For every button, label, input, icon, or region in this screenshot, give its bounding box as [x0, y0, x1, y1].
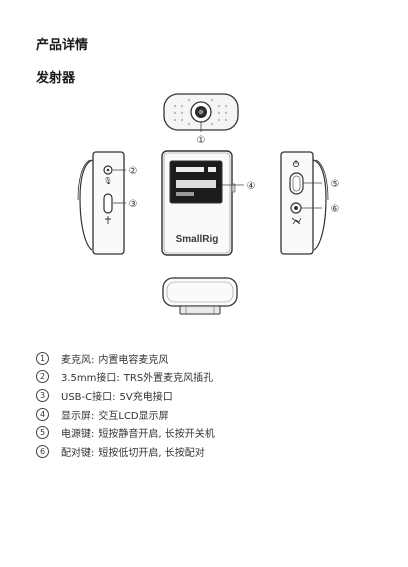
- legend-name: 配对键:: [61, 444, 94, 459]
- legend-name: 麦克风:: [61, 351, 94, 366]
- legend-number: 6: [36, 445, 49, 458]
- brand-logo: SmallRig: [176, 234, 219, 245]
- component-legend: 1 麦克风: 内置电容麦克风 2 3.5mm接口: TRS外置麦克风插孔 3 U…: [36, 349, 376, 461]
- legend-item: 1 麦克风: 内置电容麦克风: [36, 349, 376, 368]
- legend-number: 4: [36, 408, 49, 421]
- section-title-transmitter: 发射器: [36, 67, 75, 86]
- right-side-view: [281, 152, 328, 254]
- legend-description: 内置电容麦克风: [98, 351, 168, 366]
- legend-number: 5: [36, 426, 49, 439]
- callout-5: ⑤: [331, 179, 340, 190]
- callout-2: ②: [129, 166, 138, 177]
- top-view: [164, 94, 238, 132]
- callout-3: ③: [129, 199, 138, 210]
- legend-description: 短按静音开启, 长按开关机: [98, 425, 214, 440]
- bottom-view: [163, 278, 237, 314]
- legend-item: 5 电源键: 短按静音开启, 长按开关机: [36, 423, 376, 442]
- legend-item: 4 显示屏: 交互LCD显示屏: [36, 405, 376, 424]
- legend-description: 5V充电接口: [120, 388, 173, 403]
- transmitter-diagram: ① 🎙 ② ③ SmallRig ④: [0, 88, 408, 328]
- callout-6: ⑥: [331, 204, 340, 215]
- mic-jack-icon: 🎙: [104, 177, 113, 185]
- page-title: 产品详情: [36, 34, 88, 53]
- front-view: SmallRig: [162, 151, 235, 255]
- legend-name: 电源键:: [61, 425, 94, 440]
- legend-description: 交互LCD显示屏: [98, 407, 168, 422]
- legend-description: 短按低切开启, 长按配对: [98, 444, 204, 459]
- legend-description: TRS外置麦克风插孔: [124, 369, 213, 384]
- legend-item: 2 3.5mm接口: TRS外置麦克风插孔: [36, 368, 376, 387]
- legend-item: 6 配对键: 短按低切开启, 长按配对: [36, 442, 376, 461]
- legend-name: 显示屏:: [61, 407, 94, 422]
- callout-4: ④: [247, 181, 256, 192]
- callout-1: ①: [197, 135, 206, 146]
- legend-name: 3.5mm接口:: [61, 369, 120, 384]
- legend-name: USB-C接口:: [61, 388, 116, 403]
- legend-number: 2: [36, 370, 49, 383]
- legend-item: 3 USB-C接口: 5V充电接口: [36, 386, 376, 405]
- legend-number: 1: [36, 352, 49, 365]
- legend-number: 3: [36, 389, 49, 402]
